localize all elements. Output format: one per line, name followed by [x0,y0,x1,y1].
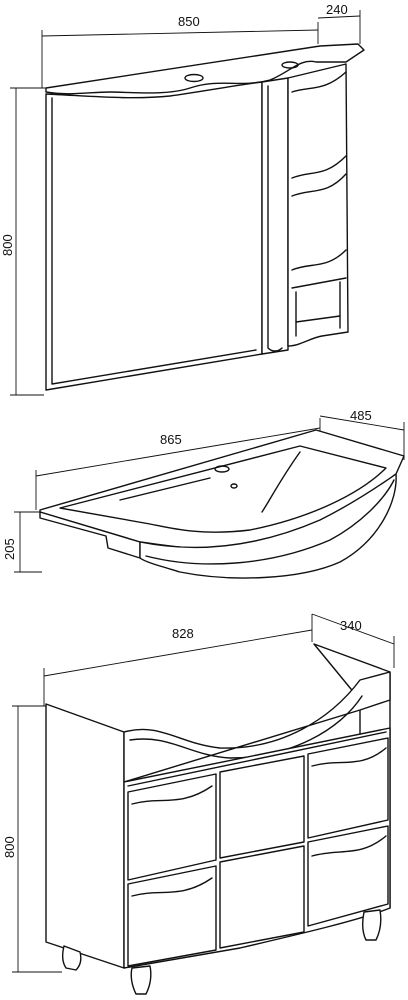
mirror-depth-label: 240 [326,2,348,17]
open-shelf-sides [295,281,341,337]
faucet-hole [214,465,230,473]
vanity-width-label: 828 [172,626,194,641]
mirror-width-label: 850 [178,14,200,29]
mirror-top-shelf [45,43,365,95]
left-drawer-lower-wave [131,877,213,897]
washbasin-height-label: 205 [2,538,17,560]
leg-back-left [61,945,82,971]
mirror-height-label: 800 [0,234,15,256]
mirror-cabinet-dimension-lines [10,10,361,396]
vanity-left-side [45,703,125,969]
belly-edge [145,479,395,565]
washbasin-bowl [59,445,387,533]
vanity-depth-label: 340 [340,618,362,633]
drain-hole [230,483,238,489]
shelf-wave-4 [291,249,347,271]
mirror-panel [45,81,263,391]
mirror-cabinet-drawing: 850 240 800 [0,2,365,396]
shelf-wave-1 [291,71,347,93]
light-fixture-right [281,61,299,69]
mirror-shelf-unit [287,63,349,347]
shelf-wave-2 [291,155,347,179]
front-top-rail [127,731,387,787]
leg-front-left [130,965,152,995]
right-drawer-lower [307,825,389,927]
center-door-lower [219,845,305,949]
column-groove [267,85,283,352]
bowl-inner-curve [261,451,301,513]
shelf-wave-3 [291,173,347,197]
right-drawer-upper-wave [311,747,387,767]
right-drawer-upper [307,737,389,839]
center-door-upper [219,755,305,859]
mirror-inner-edge [51,97,257,385]
light-fixture-left [184,73,204,83]
basin-top-edge [129,695,363,759]
washbasin-belly [139,473,397,579]
vanity-dimension-lines [12,613,395,973]
right-drawer-lower-wave [311,835,387,857]
left-drawer-lower [127,865,217,967]
open-shelf-top [291,277,347,289]
left-drawer-upper-wave [131,785,213,805]
washbasin-drawing: 865 485 205 [2,408,405,579]
vanity-basin-top [123,671,391,783]
vanity-unit-drawing: 828 340 800 [2,613,395,995]
washbasin-width-label: 865 [160,432,182,447]
leg-front-right [361,909,382,941]
bowl-flat-edge [119,477,211,501]
washbasin-depth-label: 485 [350,408,372,423]
open-shelf-board [295,315,341,323]
washbasin-dimension-lines [14,415,405,573]
vanity-height-label: 800 [2,836,17,858]
mirror-side-column [261,77,289,355]
